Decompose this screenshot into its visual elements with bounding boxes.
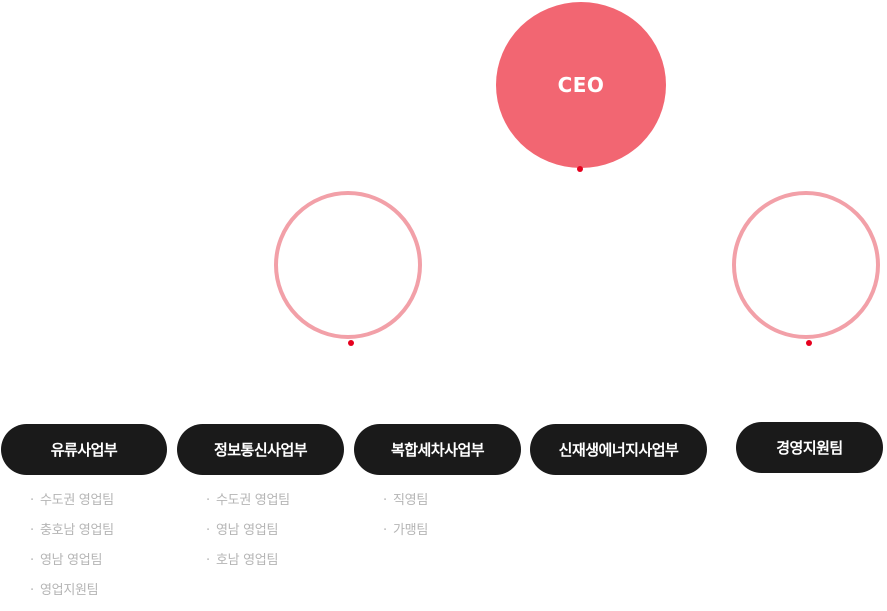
- team-label: 가맹팀: [393, 523, 428, 538]
- bullet: ·: [30, 583, 34, 598]
- team-item: · 직영팀: [383, 491, 428, 521]
- branch-ring-left-dot: [348, 340, 354, 346]
- bullet: ·: [206, 553, 210, 568]
- team-label: 영남 영업팀: [40, 553, 103, 568]
- team-item: · 영남 영업팀: [30, 551, 114, 581]
- team-label: 호남 영업팀: [216, 553, 279, 568]
- division-label: 유류사업부: [50, 441, 118, 459]
- team-item: · 수도권 영업팀: [30, 491, 114, 521]
- branch-ring-left: [274, 191, 422, 339]
- ceo-connector-dot: [577, 166, 583, 172]
- team-list-carwash: · 직영팀 · 가맹팀: [383, 491, 428, 551]
- team-item: · 영남 영업팀: [206, 521, 290, 551]
- team-label: 수도권 영업팀: [216, 493, 290, 508]
- division-label: 복합세차사업부: [390, 441, 485, 459]
- division-management-support: 경영지원팀: [736, 422, 883, 473]
- bullet: ·: [206, 523, 210, 538]
- team-label: 영업지원팀: [40, 583, 99, 598]
- division-label: 정보통신사업부: [213, 441, 308, 459]
- division-ict: 정보통신사업부: [177, 424, 344, 475]
- bullet: ·: [30, 493, 34, 508]
- team-label: 수도권 영업팀: [40, 493, 114, 508]
- team-list-fuel: · 수도권 영업팀 · 충호남 영업팀 · 영남 영업팀 · 영업지원팀: [30, 491, 114, 611]
- team-item: · 호남 영업팀: [206, 551, 290, 581]
- team-item: · 충호남 영업팀: [30, 521, 114, 551]
- bullet: ·: [383, 523, 387, 538]
- bullet: ·: [206, 493, 210, 508]
- branch-ring-right-dot: [806, 340, 812, 346]
- team-item: · 수도권 영업팀: [206, 491, 290, 521]
- team-label: 영남 영업팀: [216, 523, 279, 538]
- team-label: 충호남 영업팀: [40, 523, 114, 538]
- ceo-node: CEO: [496, 2, 666, 168]
- division-carwash: 복합세차사업부: [354, 424, 521, 475]
- division-fuel: 유류사업부: [1, 424, 167, 475]
- team-list-ict: · 수도권 영업팀 · 영남 영업팀 · 호남 영업팀: [206, 491, 290, 581]
- ceo-label: CEO: [557, 73, 605, 97]
- division-label: 경영지원팀: [776, 439, 843, 457]
- bullet: ·: [30, 523, 34, 538]
- team-label: 직영팀: [393, 493, 428, 508]
- team-item: · 영업지원팀: [30, 581, 114, 611]
- division-renewable: 신재생에너지사업부: [530, 424, 707, 475]
- bullet: ·: [383, 493, 387, 508]
- branch-ring-right: [732, 191, 880, 339]
- bullet: ·: [30, 553, 34, 568]
- division-label: 신재생에너지사업부: [558, 441, 679, 459]
- team-item: · 가맹팀: [383, 521, 428, 551]
